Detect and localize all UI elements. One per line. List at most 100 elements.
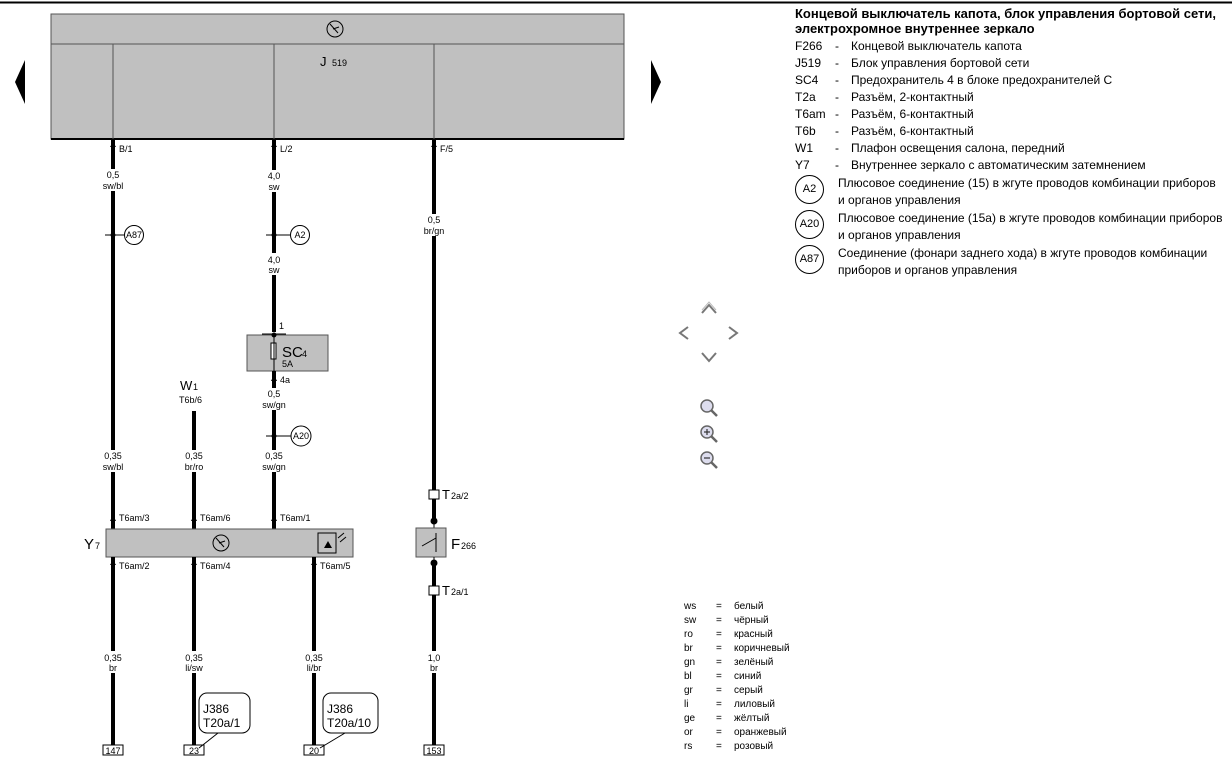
wire-b1: B/1 0,5 sw/bl A87 0,35 sw/bl T6am/3: [97, 139, 150, 529]
legend-item: W1- Плафон освещения салона, передний: [795, 140, 1225, 157]
pin-l2: L/2: [280, 144, 293, 154]
legend-desc: Блок управления бортовой сети: [851, 56, 1030, 70]
legend-desc: Плафон освещения салона, передний: [851, 141, 1065, 155]
wire-sc4-out: 4a 0,5 sw/gn A20 0,35 sw/gn T6am/1: [258, 371, 312, 529]
legend-item: T2a- Разъём, 2-контактный: [795, 89, 1225, 106]
color-code: gr: [684, 685, 693, 696]
legend-desc: Разъём, 6-контактный: [851, 107, 974, 121]
pin-t6am1: T6am/1: [280, 513, 311, 523]
connection-badge: A87: [795, 245, 824, 274]
arrow-left-icon[interactable]: [15, 60, 25, 104]
zoom-out-icon[interactable]: [700, 451, 718, 469]
pin-f5: F/5: [440, 144, 453, 154]
t2a2-label: T: [442, 487, 450, 502]
wire-t2a1: T 2a/1 1,0 br 153: [420, 563, 469, 756]
color-row: gr=серый: [684, 685, 763, 696]
color-code: ro: [684, 629, 693, 640]
wire-size: 0,35: [104, 653, 122, 663]
w1-pin: T6b/6: [179, 395, 202, 405]
pan-controls: [678, 301, 739, 363]
ref-147: 147: [105, 746, 120, 756]
legend-item: J519- Блок управления бортовой сети: [795, 55, 1225, 72]
color-name: оранжевый: [734, 727, 787, 738]
f266-label-sub: 266: [461, 541, 476, 551]
legend-desc: Разъём, 6-контактный: [851, 124, 974, 138]
wire-size: 0,35: [104, 451, 122, 461]
legend-code: F266: [795, 39, 823, 53]
legend-connection: A20 Плюсовое соединение (15a) в жгуте пр…: [795, 210, 1225, 244]
color-row: sw=чёрный: [684, 615, 769, 626]
color-name: розовый: [734, 741, 774, 752]
color-name: лиловый: [734, 699, 776, 710]
wire-color: sw/gn: [262, 462, 286, 472]
legend-desc: Предохранитель 4 в блоке предохранителей…: [851, 73, 1113, 87]
fuse-label-sub: 4: [302, 349, 307, 359]
color-code: gn: [684, 657, 696, 668]
pan-up-icon[interactable]: [701, 303, 717, 314]
color-code: ge: [684, 713, 696, 724]
color-row: ro=красный: [684, 629, 773, 640]
wire-color: sw: [269, 182, 281, 192]
ref-box-153[interactable]: [423, 744, 445, 756]
fuse-sc4: 1 SC 4 5A: [246, 321, 329, 372]
wire-size: 0,5: [107, 170, 120, 180]
legend-title: Концевой выключатель капота, блок управл…: [795, 6, 1216, 36]
legend-item: F266- Концевой выключатель капота: [795, 38, 1225, 55]
pin-b1: B/1: [119, 144, 133, 154]
callout-line2: T20a/10: [327, 716, 371, 730]
wire-color: sw/bl: [103, 181, 124, 191]
mirror-y7: Y 7: [84, 528, 354, 558]
wire-color: li/sw: [185, 663, 203, 673]
callout-line1: J386: [327, 702, 353, 716]
y7-label: Y: [84, 536, 94, 553]
t2a1-label: T: [442, 583, 450, 598]
connection-a20: [290, 425, 312, 447]
pan-down-icon[interactable]: [701, 352, 717, 363]
pan-left-icon[interactable]: [678, 326, 689, 340]
legend-desc: Внутреннее зеркало с автоматическим зате…: [851, 158, 1146, 172]
wire-size: 0,5: [428, 215, 441, 225]
color-row: br=коричневый: [684, 643, 790, 654]
arrow-right-icon[interactable]: [651, 60, 661, 104]
color-row: li=лиловый: [684, 699, 776, 710]
fuse-pin4a: 4a: [280, 375, 290, 385]
legend-desc: Плюсовое соединение (15) в жгуте проводо…: [838, 176, 1216, 207]
legend-item: T6b- Разъём, 6-контактный: [795, 123, 1225, 140]
wire-w1: W 1 T6b/6 0,35 br/ro T6am/6: [179, 378, 231, 529]
pan-right-icon[interactable]: [728, 326, 739, 340]
wire-size: 0,35: [185, 451, 203, 461]
ref-box-147[interactable]: [102, 744, 124, 756]
color-code: ws: [684, 601, 697, 612]
legend-code: T2a: [795, 90, 816, 104]
wire-size: 0,35: [305, 653, 323, 663]
ref-153: 153: [426, 746, 441, 756]
j519-label: J: [320, 54, 327, 69]
wire-size: 0,35: [185, 653, 203, 663]
component-legend: Концевой выключатель капота, блок управл…: [795, 6, 1225, 279]
wire-color: li/br: [307, 663, 322, 673]
color-code: br: [684, 643, 693, 654]
legend-desc: Концевой выключатель капота: [851, 39, 1022, 53]
color-name: зелёный: [734, 657, 774, 668]
zoom-in-icon[interactable]: [700, 425, 718, 443]
ref-box-20[interactable]: [303, 744, 325, 756]
color-name: серый: [734, 685, 763, 696]
fuse-rating: 5A: [282, 359, 293, 369]
ref-box-23[interactable]: [183, 744, 205, 756]
legend-item: Y7- Внутреннее зеркало с автоматическим …: [795, 157, 1225, 174]
connection-a87: [124, 225, 144, 245]
t2a1-label-sub: 2a/1: [451, 587, 469, 597]
color-code: sw: [684, 615, 697, 626]
callout-j386-t20a10: J386 T20a/10: [319, 692, 379, 749]
pin-t6am3: T6am/3: [119, 513, 150, 523]
fuse-pin1: 1: [279, 321, 284, 331]
color-name: жёлтый: [734, 713, 770, 724]
color-name: синий: [734, 671, 762, 682]
zoom-fit-icon[interactable]: [700, 399, 718, 417]
wire-size: 4,0: [268, 255, 281, 265]
callout-j386-t20a1: J386 T20a/1: [198, 692, 251, 749]
connection-badge: A2: [795, 175, 824, 204]
wire-t6am5: T6am/5 0,35 li/br 20: [300, 557, 351, 756]
color-code: or: [684, 727, 693, 738]
wire-t6am2: T6am/2 0,35 br 147: [99, 557, 150, 756]
